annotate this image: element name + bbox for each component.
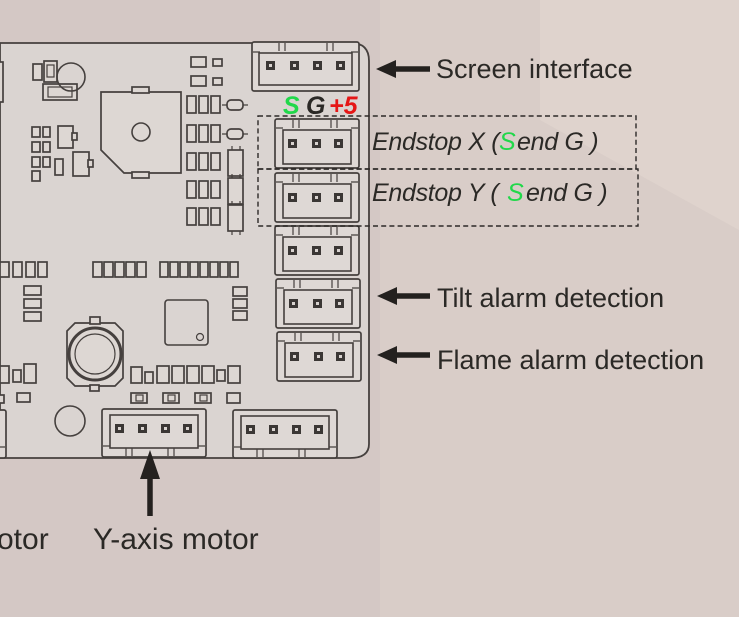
connector-unlabeled-bottom xyxy=(233,410,337,458)
smd-component xyxy=(42,141,51,153)
smd-component xyxy=(0,61,4,103)
connector-unlabeled xyxy=(275,226,359,275)
resistor-row xyxy=(186,95,248,114)
smd-row xyxy=(0,392,241,404)
endstop-y-pre: Endstop Y ( xyxy=(372,179,501,207)
buzzer xyxy=(100,86,182,179)
arrow-y-axis-motor xyxy=(140,450,160,516)
round-component xyxy=(54,405,86,437)
connector-endstop-y xyxy=(275,173,359,222)
smd-component-inner xyxy=(46,64,55,78)
smd-stack xyxy=(23,285,248,322)
endstop-y-signal: S xyxy=(507,179,524,207)
y-axis-motor-label: Y-axis motor xyxy=(93,523,259,556)
arrow-flame-alarm xyxy=(377,346,430,364)
pin-label-g: G xyxy=(306,92,325,120)
resistor-row xyxy=(186,146,244,180)
resistor-row xyxy=(186,174,244,208)
resistor-row xyxy=(186,124,248,143)
smd-component xyxy=(31,141,41,153)
smd-row xyxy=(0,363,241,384)
connector-endstop-x xyxy=(275,119,359,168)
pin-order-label: S G +5 xyxy=(283,92,359,120)
smd-component xyxy=(190,56,207,68)
screen-interface-label: Screen interface xyxy=(436,54,633,84)
endstop-y-post: end G ) xyxy=(526,179,607,207)
pin-label-plus5: +5 xyxy=(329,92,359,120)
smd-component xyxy=(212,58,223,67)
smd-component xyxy=(42,156,51,168)
x-axis-motor-label-partial: otor xyxy=(0,523,49,556)
endstop-x-label: Endstop X ( S end G ) xyxy=(372,128,598,156)
photo-light-area xyxy=(380,0,739,617)
smd-component xyxy=(31,170,41,182)
photo-highlight xyxy=(540,0,739,230)
flame-alarm-label: Flame alarm detection xyxy=(437,345,704,375)
smd-row xyxy=(0,261,239,278)
smd-component xyxy=(212,77,223,86)
smd-component xyxy=(31,156,41,168)
smd-component xyxy=(43,60,58,83)
inductor-inner xyxy=(47,86,73,98)
arrow-screen-interface xyxy=(376,60,430,78)
connector-flame-alarm xyxy=(277,332,361,381)
smd-component xyxy=(31,126,41,138)
tilt-alarm-label: Tilt alarm detection xyxy=(437,283,664,313)
endstop-y-label: Endstop Y ( S end G ) xyxy=(372,179,607,207)
endstop-x-pre: Endstop X ( xyxy=(372,128,502,156)
smd-component xyxy=(42,126,51,138)
smd-component xyxy=(32,63,43,81)
electrolytic-capacitor xyxy=(66,316,124,392)
pin-label-s: S xyxy=(283,92,300,120)
transistor xyxy=(72,151,94,177)
arrow-tilt-alarm xyxy=(377,287,430,305)
ic-chip xyxy=(164,299,209,346)
round-component xyxy=(56,62,86,92)
smd-component xyxy=(54,158,64,176)
connector-screen-interface xyxy=(252,42,359,91)
inductor xyxy=(42,83,78,101)
connector-x-axis-motor-partial xyxy=(0,410,6,458)
endstop-x-signal: S xyxy=(499,128,516,156)
resistor-row xyxy=(186,201,244,235)
smd-component xyxy=(190,75,207,87)
endstop-x-post: end G ) xyxy=(517,128,598,156)
transistor xyxy=(57,125,78,149)
connector-tilt-alarm xyxy=(276,279,360,328)
connector-y-axis-motor xyxy=(102,409,206,457)
endstop-y-box xyxy=(257,168,639,227)
